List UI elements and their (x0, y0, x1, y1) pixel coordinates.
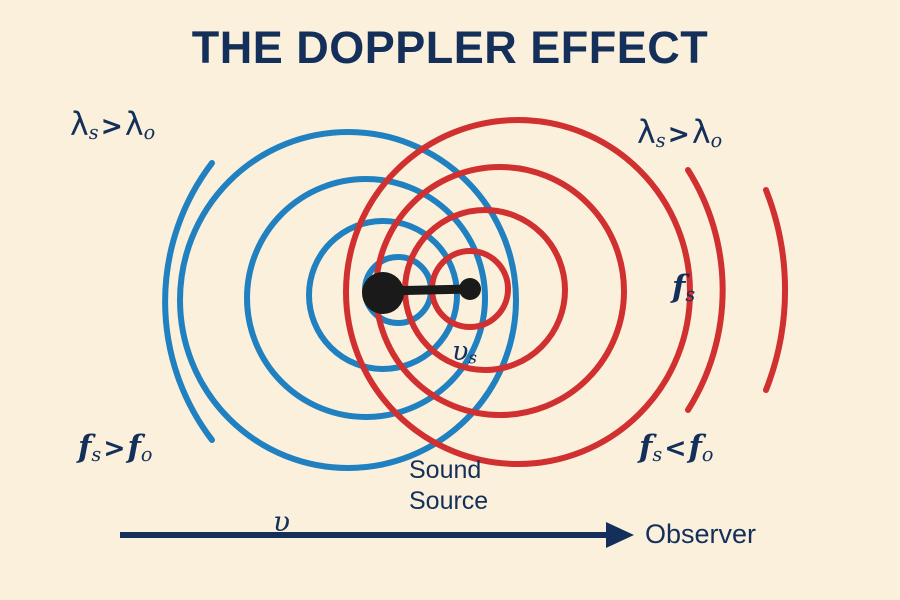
operator-right-wavelength: > (667, 119, 690, 150)
blue-wavefront-2 (306, 218, 460, 372)
f-sub-o-right: o (701, 443, 714, 467)
lambda-symbol-left-1: λ (70, 107, 89, 143)
red-wavefront-6 (763, 187, 788, 393)
blue-wavefront-3 (244, 176, 488, 420)
lambda-sub-s-right: s (655, 129, 666, 153)
f-sub-s-left: s (91, 443, 102, 467)
lambda-symbol-right-1: λ (637, 115, 656, 151)
f-symbol-left-2: f (127, 429, 141, 465)
lambda-symbol-right-2: λ (691, 115, 711, 151)
caption-sound-source-line1: Sound (409, 456, 482, 484)
red-wavefront-5 (685, 167, 726, 413)
motion-arrow-head (606, 522, 634, 548)
label-right-wavelength: λs>λo (637, 115, 723, 153)
blue-wavefront-group (162, 129, 519, 471)
caption-sound-source-line2: Source (409, 486, 489, 515)
f-symbol-left-1: f (78, 429, 92, 465)
f-sub-o-left: o (140, 443, 153, 467)
label-left-wavelength: λs>λo (70, 107, 156, 145)
f-symbol-right-1: f (639, 429, 653, 465)
lambda-sub-s-left: s (88, 121, 99, 145)
v-sub-s-source: s (468, 347, 478, 368)
lambda-symbol-left-2: λ (124, 107, 144, 143)
emission-origin-dot (362, 272, 404, 314)
red-wavefront-4 (343, 117, 693, 467)
red-wavefront-group (343, 117, 788, 467)
blue-wavefront-4 (177, 129, 519, 471)
operator-left-frequency: > (103, 433, 126, 464)
label-left-frequency: fs>fo (78, 429, 153, 467)
label-right-frequency: fs<fo (639, 429, 714, 467)
f-sub-s-right: s (652, 443, 663, 467)
lambda-sub-o-left: o (143, 121, 156, 145)
f-symbol-right-2: f (688, 429, 702, 465)
operator-right-frequency: < (664, 433, 687, 464)
f-symbol-source: f (672, 269, 686, 305)
label-wave-velocity: υ (273, 505, 291, 538)
page-title: THE DOPPLER EFFECT (191, 22, 709, 73)
caption-sound-source: Sound Source (409, 455, 488, 516)
label-source-velocity: υs (452, 336, 477, 368)
f-sub-s-source: s (685, 283, 696, 307)
caption-observer: Observer (645, 519, 757, 549)
operator-left-wavelength: > (100, 111, 123, 142)
label-source-frequency: fs (672, 269, 696, 307)
blue-wavefront-5 (162, 160, 215, 443)
sound-source-dot (459, 278, 481, 300)
v-symbol-source: υ (452, 336, 469, 367)
lambda-sub-o-right: o (710, 129, 723, 153)
